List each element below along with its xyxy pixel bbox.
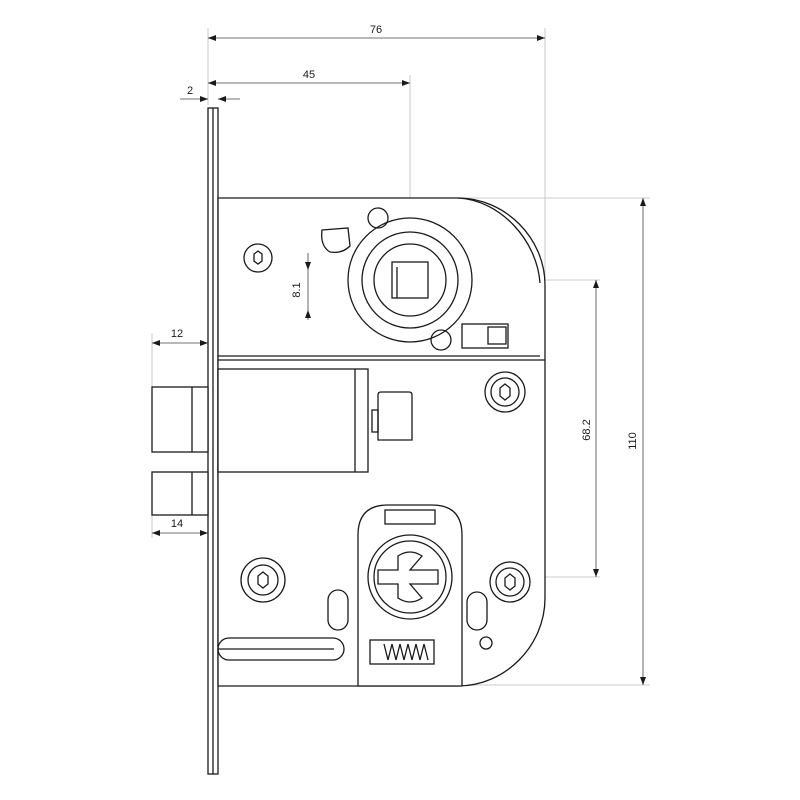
top-stop-pin	[367, 207, 389, 229]
label-faceplate-thickness: 2	[187, 85, 193, 97]
dimension-deadbolt-projection: 14	[152, 518, 208, 536]
label-center-distance: 68.2	[581, 419, 593, 440]
cam-pin	[430, 329, 452, 351]
label-latch-projection: 12	[171, 328, 183, 340]
lever-cam-left	[321, 227, 351, 254]
case-top-rim	[457, 197, 541, 284]
dimension-center-distance: 68.2	[581, 280, 599, 577]
latch-bolt-tail	[217, 368, 369, 473]
label-overall-width: 76	[370, 24, 382, 36]
dimension-square-spindle: 8.1	[291, 253, 311, 320]
label-backset: 45	[303, 69, 315, 81]
lower-pin	[479, 636, 493, 650]
key-profile	[377, 551, 439, 603]
screw-bottom-left	[240, 557, 286, 603]
follower-spring	[369, 639, 435, 665]
label-deadbolt-projection: 14	[171, 518, 183, 530]
dimension-backset: 45	[208, 69, 410, 86]
deadbolt	[151, 471, 209, 516]
lower-slot-right	[466, 591, 488, 631]
follower-bracket	[377, 391, 413, 441]
lock-case	[217, 197, 546, 687]
screw-top-left	[243, 243, 273, 273]
upper-follower	[347, 217, 473, 343]
label-square-spindle: 8.1	[291, 282, 303, 297]
dimension-faceplate-thickness: 2	[180, 85, 240, 102]
lower-slot-left	[327, 589, 349, 631]
dimension-overall-width: 76	[208, 24, 545, 41]
screw-middle-right	[484, 371, 526, 413]
dimension-latch-projection: 12	[152, 328, 208, 346]
screw-bottom-right	[489, 561, 531, 603]
label-case-height: 110	[627, 432, 639, 450]
latch-bolt	[151, 386, 209, 453]
dimension-case-height: 110	[627, 198, 646, 685]
spindle-square-hole	[391, 261, 429, 299]
